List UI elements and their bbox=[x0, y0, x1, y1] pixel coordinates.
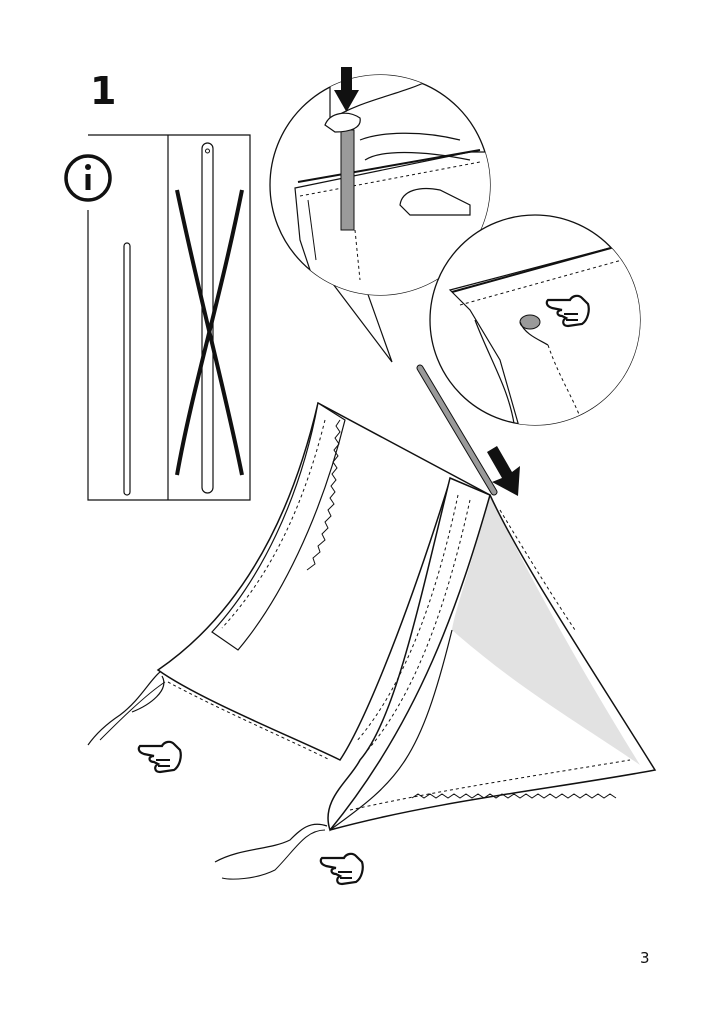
page-number: 3 bbox=[640, 949, 650, 967]
pointing-hand-icon bbox=[137, 740, 182, 774]
pointing-hand-icon bbox=[545, 294, 590, 328]
pointing-hand-icon bbox=[319, 852, 364, 886]
incorrect-rod bbox=[175, 142, 244, 494]
info-panel bbox=[64, 134, 251, 501]
tent-illustration bbox=[87, 401, 657, 880]
step-number: 1 bbox=[90, 69, 117, 113]
insert-arrow-icon bbox=[487, 446, 520, 496]
correct-rod bbox=[123, 242, 131, 496]
down-arrow-icon bbox=[334, 67, 359, 112]
detail-callout-check bbox=[429, 214, 641, 426]
info-icon bbox=[64, 154, 112, 202]
tent-pole bbox=[416, 364, 498, 496]
